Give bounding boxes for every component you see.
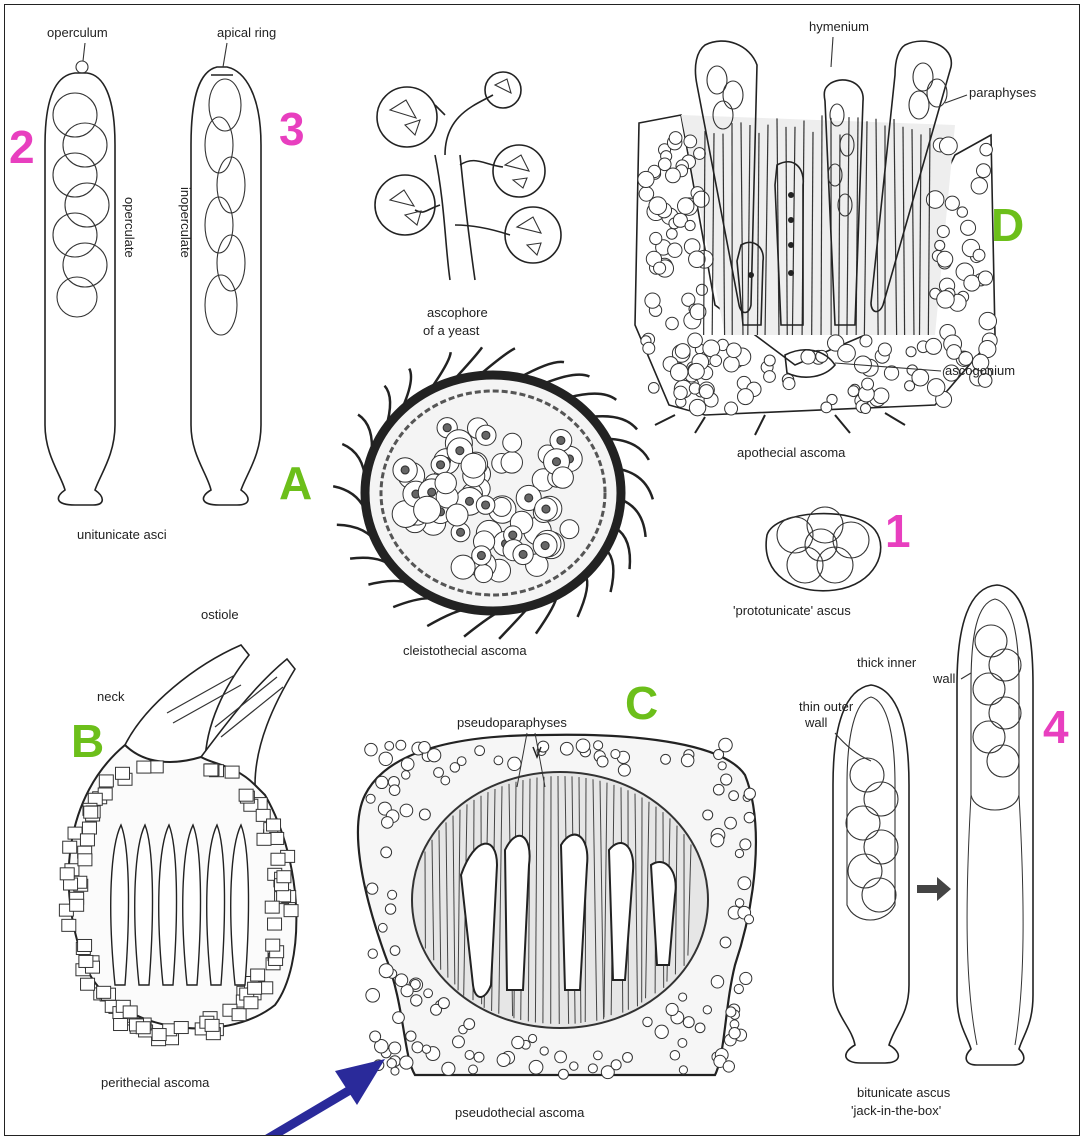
apothecial-ascoma-label: apothecial ascoma [737,445,846,460]
operculum-label: operculum [47,25,108,40]
ascophore-label-line2: of a yeast [423,323,480,338]
ascogonium-label: ascogonium [945,363,1015,378]
marker-3: 3 [279,103,305,155]
bitunicate-ascus-extended [957,585,1033,1065]
perithecial-ascoma-drawing [59,645,298,1046]
bitunicate-ascus-label-line1: bitunicate ascus [857,1085,951,1100]
bitunicate-ascus-label-line2: 'jack-in-the-box' [851,1103,941,1118]
thick-inner-wall-label-line1: thick inner [857,655,917,670]
ostiole-label: ostiole [201,607,239,622]
operculate-label: operculate [122,197,137,258]
unitunicate-asci-label: unitunicate asci [77,527,167,542]
prototunicate-ascus-drawing [766,507,881,591]
marker-4: 4 [1043,701,1069,753]
neck-label: neck [97,689,125,704]
inoperculate-label: inoperculate [178,187,193,258]
pseudothecial-ascoma-label: pseudothecial ascoma [455,1105,585,1120]
marker-C: C [625,677,658,729]
thin-outer-wall-label-line1: thin outer [799,699,854,714]
operculate-ascus [45,61,115,505]
perithecial-ascoma-label: perithecial ascoma [101,1075,210,1090]
apical-ring-label: apical ring [217,25,276,40]
marker-D: D [991,199,1024,251]
pseudothecial-ascoma-drawing [358,735,756,1079]
hymenium-label: hymenium [809,19,869,34]
transition-arrow [917,877,951,901]
marker-1: 1 [885,505,911,557]
apothecial-ascoma-drawing [635,41,997,435]
inoperculate-ascus [191,67,261,505]
prototunicate-ascus-label: 'prototunicate' ascus [733,603,851,618]
marker-2: 2 [9,121,35,173]
bitunicate-ascus-outer [833,685,909,1063]
ascophore-label-line1: ascophore [427,305,488,320]
thin-outer-wall-label-line2: wall [804,715,828,730]
marker-A: A [279,457,312,509]
paraphyses-label: paraphyses [969,85,1037,100]
pointer-arrow [257,1059,385,1135]
pseudoparaphyses-label: pseudoparaphyses [457,715,567,730]
yeast-ascophore [375,72,561,280]
marker-B: B [71,715,104,767]
cleistothecial-ascoma-drawing [333,347,653,639]
ascomata-diagram: operculum apical ring operculate inoperc… [5,5,1079,1135]
thick-inner-wall-label-line2: wall [932,671,956,686]
cleistothecial-ascoma-label: cleistothecial ascoma [403,643,527,658]
diagram-frame: operculum apical ring operculate inoperc… [4,4,1080,1136]
